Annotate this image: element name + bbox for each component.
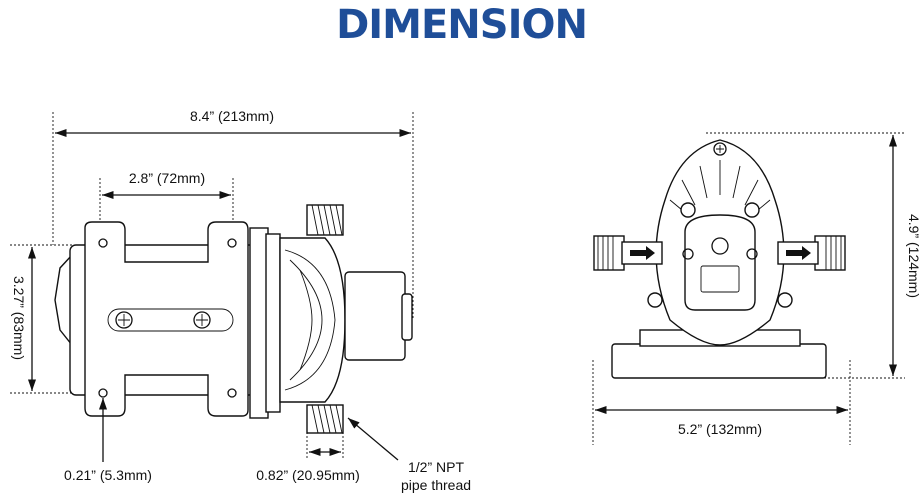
thread-label-line1: 1/2” NPT: [408, 459, 464, 475]
outlet-nozzle: [344, 271, 406, 361]
housing-ribs: [669, 160, 771, 216]
thread-lines: [311, 404, 343, 434]
thread-lines: [597, 236, 614, 270]
mounting-bracket: [84, 221, 249, 417]
flange-plate: [249, 227, 269, 419]
pump-base: [611, 343, 827, 379]
mount-hole: [227, 238, 237, 248]
page-title: DIMENSION: [336, 2, 588, 48]
pump-ribs: [289, 259, 323, 381]
thread-lines: [311, 204, 343, 236]
inlet-port: [593, 235, 625, 271]
front-view-pump: [592, 132, 905, 445]
screw-cross: [196, 314, 208, 326]
screw: [115, 311, 133, 329]
outlet-tip: [401, 293, 413, 341]
mount-hole: [98, 238, 108, 248]
housing-ear: [777, 292, 793, 308]
height-label: 4.9” (124mm): [906, 214, 922, 298]
screw: [193, 311, 211, 329]
flow-arrow-icon: [630, 246, 655, 260]
overall-length-label: 8.4” (213mm): [190, 108, 274, 124]
flow-arrow-icon: [786, 246, 811, 260]
thread-label-line2: pipe thread: [401, 477, 471, 493]
pump-ribs: [299, 269, 313, 371]
housing-ear: [680, 202, 696, 218]
outlet-port: [814, 235, 846, 271]
bracket-slot: [107, 308, 234, 332]
housing-ear: [647, 292, 663, 308]
switch-panel: [684, 214, 756, 311]
switch: [700, 265, 740, 293]
width-label: 5.2” (132mm): [678, 421, 762, 437]
top-screw: [713, 142, 727, 156]
mount-hole: [227, 388, 237, 398]
screw-cross: [716, 145, 724, 153]
mount-spacing-label: 2.8” (72mm): [129, 170, 205, 186]
pump-head: [279, 237, 346, 403]
pump-ribs: [284, 249, 336, 391]
mount-hole: [98, 388, 108, 398]
thread-lines: [825, 236, 842, 270]
mount-height-label: 3.27” (83mm): [11, 276, 27, 360]
port-width-label: 0.82” (20.95mm): [256, 467, 359, 483]
panel-screw: [746, 248, 758, 260]
thread-leader: [347, 417, 399, 461]
housing-ear: [744, 202, 760, 218]
pressure-knob: [711, 237, 729, 255]
screw-cross: [118, 314, 130, 326]
side-view-pump: [10, 112, 414, 434]
panel-screw: [682, 248, 694, 260]
hole-size-label: 0.21” (5.3mm): [64, 467, 152, 483]
flange-plate: [265, 233, 281, 413]
